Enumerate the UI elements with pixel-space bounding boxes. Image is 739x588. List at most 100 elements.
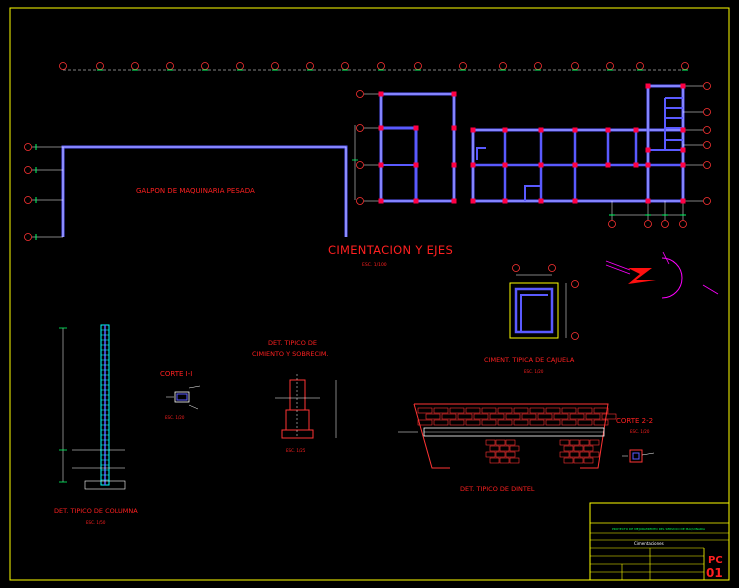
brick bbox=[529, 419, 545, 426]
axis-bubble bbox=[24, 166, 32, 174]
brick bbox=[485, 451, 496, 458]
column-mark bbox=[645, 162, 651, 168]
axis-bubble bbox=[131, 62, 139, 70]
axis-bubble bbox=[356, 90, 364, 98]
column-mark bbox=[645, 147, 651, 153]
brick bbox=[589, 451, 600, 458]
brick bbox=[505, 439, 516, 446]
column-mark bbox=[502, 198, 508, 204]
column-mark bbox=[680, 162, 686, 168]
corte11-title: CORTE I-I bbox=[160, 370, 192, 378]
brick bbox=[589, 439, 600, 446]
axis-bubble bbox=[703, 161, 711, 169]
axis-bubble bbox=[356, 197, 364, 205]
cajuela-detail bbox=[509, 264, 579, 340]
title-block-project: PROYECTO DE MEJORAMIENTO DEL SERVICIO DE… bbox=[612, 527, 706, 531]
brick bbox=[563, 445, 574, 452]
brick bbox=[537, 413, 553, 420]
axis-bubble bbox=[703, 126, 711, 134]
brick bbox=[465, 419, 481, 426]
brick bbox=[465, 407, 481, 414]
brick bbox=[585, 413, 601, 420]
cajuela-scale: ESC. 1/20 bbox=[524, 369, 544, 374]
column-mark bbox=[470, 127, 476, 133]
cimiento-scale: ESC. 1/25 bbox=[286, 448, 306, 453]
brick bbox=[529, 407, 545, 414]
brick bbox=[497, 407, 513, 414]
axis-bubble bbox=[703, 197, 711, 205]
column-mark bbox=[572, 127, 578, 133]
title-block bbox=[589, 502, 730, 581]
brick bbox=[497, 419, 513, 426]
floorplan-b bbox=[471, 84, 685, 203]
brick bbox=[577, 419, 593, 426]
brick bbox=[495, 451, 506, 458]
brick bbox=[561, 419, 577, 426]
brick bbox=[563, 457, 574, 464]
axis-bubble bbox=[681, 62, 689, 70]
dintel-bricks bbox=[417, 407, 617, 464]
corte11-scale: ESC. 1/20 bbox=[165, 415, 185, 420]
axis-bubble bbox=[356, 161, 364, 169]
axis-bubble bbox=[414, 62, 422, 70]
column-mark bbox=[680, 127, 686, 133]
column-mark bbox=[605, 127, 611, 133]
axis-bubble bbox=[24, 196, 32, 204]
brick bbox=[579, 439, 590, 446]
column-mark bbox=[645, 83, 651, 89]
brick bbox=[425, 413, 441, 420]
column-mark bbox=[633, 127, 639, 133]
brick bbox=[433, 407, 449, 414]
column-mark bbox=[470, 198, 476, 204]
columna-title: DET. TIPICO DE COLUMNA bbox=[54, 507, 138, 515]
top-axis-bubbles bbox=[59, 62, 689, 71]
brick bbox=[417, 407, 433, 414]
main-scale: ESC. 1/100 bbox=[362, 262, 387, 268]
axis-bubble bbox=[271, 62, 279, 70]
column-mark bbox=[378, 91, 384, 97]
galpon-right-dim bbox=[352, 125, 358, 200]
column-mark bbox=[413, 162, 419, 168]
column-mark bbox=[572, 162, 578, 168]
axis-bubble bbox=[377, 62, 385, 70]
brick bbox=[485, 439, 496, 446]
brick bbox=[433, 419, 449, 426]
axis-bubble bbox=[59, 62, 67, 70]
brick bbox=[495, 439, 506, 446]
brick bbox=[481, 407, 497, 414]
title-block-sheet-name: Cimentaciones bbox=[634, 541, 664, 546]
axis-bubble bbox=[356, 124, 364, 132]
axis-bubble bbox=[703, 82, 711, 90]
cimiento-detail bbox=[275, 374, 337, 439]
column-mark bbox=[645, 198, 651, 204]
column-mark bbox=[470, 162, 476, 168]
axis-bubble bbox=[236, 62, 244, 70]
axis-bubble bbox=[459, 62, 467, 70]
brick bbox=[559, 451, 570, 458]
dintel-title: DET. TIPICO DE DINTEL bbox=[460, 485, 535, 493]
corte11-detail bbox=[166, 385, 201, 410]
brick bbox=[583, 457, 594, 464]
column-mark bbox=[605, 162, 611, 168]
brick bbox=[449, 407, 465, 414]
column-mark bbox=[451, 198, 457, 204]
corte22-detail bbox=[622, 449, 655, 463]
plan-b-bottom-axes bbox=[608, 201, 687, 228]
axis-bubble bbox=[644, 220, 652, 228]
columna-detail bbox=[59, 324, 126, 490]
sheet-frame bbox=[9, 7, 730, 581]
column-mark bbox=[451, 162, 457, 168]
brick bbox=[573, 445, 584, 452]
corte22-title: CORTE 2-2 bbox=[616, 417, 653, 425]
column-mark bbox=[572, 198, 578, 204]
brick bbox=[521, 413, 537, 420]
axis-bubble bbox=[703, 108, 711, 116]
brick bbox=[561, 407, 577, 414]
cimiento-title-1: DET. TIPICO DE bbox=[268, 339, 317, 347]
brick bbox=[499, 457, 510, 464]
north-arrow-icon bbox=[605, 251, 719, 299]
column-mark bbox=[378, 162, 384, 168]
column-mark bbox=[680, 83, 686, 89]
axis-bubble bbox=[661, 220, 669, 228]
